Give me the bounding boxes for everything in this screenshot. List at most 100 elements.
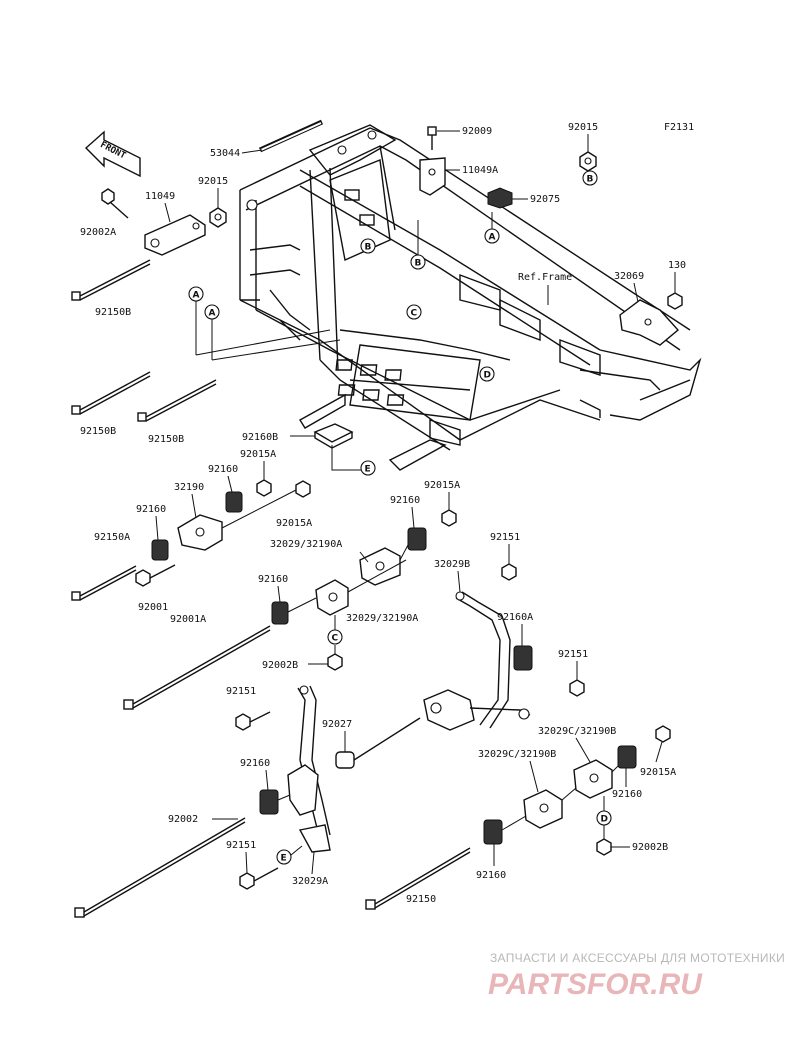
label-92160-4: 92160	[258, 574, 288, 585]
part-32190B-mount-1	[573, 759, 613, 799]
label-92150A: 92150A	[94, 532, 130, 543]
label-92015A-2: 92015A	[276, 518, 312, 529]
part-92001A-bolt	[123, 625, 271, 710]
svg-text:B: B	[365, 243, 372, 253]
part-92160-rubber-1	[225, 491, 243, 513]
label-53044: 53044	[210, 148, 240, 159]
frame-drawing	[239, 124, 702, 471]
part-32029-32190A-mount-2	[315, 579, 349, 616]
part-92160-rubber-6	[259, 789, 279, 815]
label-92150B-3: 92150B	[148, 434, 184, 445]
label-92160-5: 92160	[612, 789, 642, 800]
part-92151-bolt-3	[235, 711, 271, 731]
part-32029-32190A-mount-1	[359, 547, 401, 586]
callout-d-2: D	[596, 810, 612, 826]
part-92150B-bolt-1	[71, 259, 151, 301]
part-92151-bolt-2	[569, 679, 585, 697]
part-92160-rubber-5	[617, 745, 637, 769]
part-92002A-bolt	[101, 188, 129, 219]
part-92015A-nut-2	[295, 480, 311, 498]
front-arrow-icon: FRONT	[84, 130, 141, 178]
label-92015A-4: 92015A	[640, 767, 676, 778]
label-32029B: 32029B	[434, 559, 470, 570]
part-92160-rubber-2	[151, 539, 169, 561]
part-92151-bolt-1	[501, 563, 517, 581]
label-92001: 92001	[138, 602, 168, 613]
part-11049A-bracket	[419, 157, 446, 196]
label-32029-32190A-2: 32029/32190A	[346, 613, 418, 624]
label-92160-3: 92160	[390, 495, 420, 506]
label-92160A: 92160A	[497, 612, 533, 623]
part-11049-bracket	[144, 214, 206, 256]
callout-b-2: B	[360, 238, 376, 254]
part-92001-bolt	[135, 564, 176, 587]
part-92151-bolt-4	[239, 867, 279, 890]
label-92015A-3: 92015A	[424, 480, 460, 491]
label-11049A: 11049A	[462, 165, 498, 176]
callout-a-2: A	[188, 286, 204, 302]
label-32029C-32190B-1: 32029C/32190B	[538, 726, 616, 737]
part-92027-collar	[335, 717, 421, 769]
label-92160-6: 92160	[240, 758, 270, 769]
callout-a-1: A	[484, 228, 500, 244]
label-92001A: 92001A	[170, 614, 206, 625]
label-92160-1: 92160	[208, 464, 238, 475]
svg-text:C: C	[332, 634, 339, 644]
label-92150B-1: 92150B	[95, 307, 131, 318]
part-92015A-nut-3	[441, 509, 457, 527]
part-92160-rubber-3	[407, 527, 427, 551]
label-92002: 92002	[168, 814, 198, 825]
label-92160-7: 92160	[476, 870, 506, 881]
label-32029A: 32029A	[292, 876, 328, 887]
part-92160-rubber-4	[271, 601, 289, 625]
ref-frame-label: Ref.Frame	[518, 272, 572, 283]
figure-code: F2131	[664, 122, 694, 133]
part-92150A-bolt	[71, 565, 137, 601]
callout-e-2: E	[276, 849, 292, 865]
label-92015A-1: 92015A	[240, 449, 276, 460]
callout-c-2: C	[327, 629, 343, 645]
part-92150B-bolt-3	[137, 379, 217, 422]
part-92160B-mount	[313, 423, 354, 449]
part-32029A-bracket	[287, 685, 331, 853]
label-92160-2: 92160	[136, 504, 166, 515]
svg-text:A: A	[209, 309, 216, 319]
label-92009: 92009	[462, 126, 492, 137]
label-92151-3: 92151	[226, 686, 256, 697]
part-32029C-bracket	[423, 689, 531, 731]
callout-d-1: D	[479, 366, 495, 382]
part-92002B-bolt-2	[596, 838, 612, 856]
label-92151-2: 92151	[558, 649, 588, 660]
svg-text:E: E	[281, 854, 287, 864]
callout-e-1: E	[360, 460, 376, 476]
label-92002B-1: 92002B	[262, 660, 298, 671]
part-32190-bracket	[177, 514, 223, 551]
watermark-logo: PARTSFOR.RU	[488, 968, 703, 1001]
label-92160B: 92160B	[242, 432, 278, 443]
part-32069-bracket	[619, 299, 680, 346]
label-92015-top: 92015	[568, 122, 598, 133]
part-92009-bolt	[427, 126, 437, 150]
part-92015A-nut-4	[655, 725, 671, 743]
part-92015-nut-left	[209, 207, 227, 228]
part-92002-bolt	[74, 817, 246, 918]
guide-line-a4	[211, 339, 341, 361]
part-32029B-bracket	[455, 591, 511, 729]
part-92160-rubber-7	[483, 819, 503, 845]
label-92027: 92027	[322, 719, 352, 730]
part-92150B-bolt-2	[71, 371, 151, 415]
watermark-tagline: ЗАПЧАСТИ И АКСЕССУАРЫ ДЛЯ МОТОТЕХНИКИ	[490, 951, 785, 965]
label-92002B-2: 92002B	[632, 842, 668, 853]
callout-c-1: C	[406, 304, 422, 320]
label-92075: 92075	[530, 194, 560, 205]
svg-text:B: B	[587, 175, 594, 185]
part-92015A-nut-1	[256, 479, 272, 497]
part-92160A-rubber	[513, 645, 533, 671]
label-92150: 92150	[406, 894, 436, 905]
part-92015-nut	[579, 151, 597, 172]
label-92002A: 92002A	[80, 227, 116, 238]
label-32190: 32190	[174, 482, 204, 493]
svg-text:C: C	[411, 309, 418, 319]
svg-text:D: D	[484, 371, 491, 381]
